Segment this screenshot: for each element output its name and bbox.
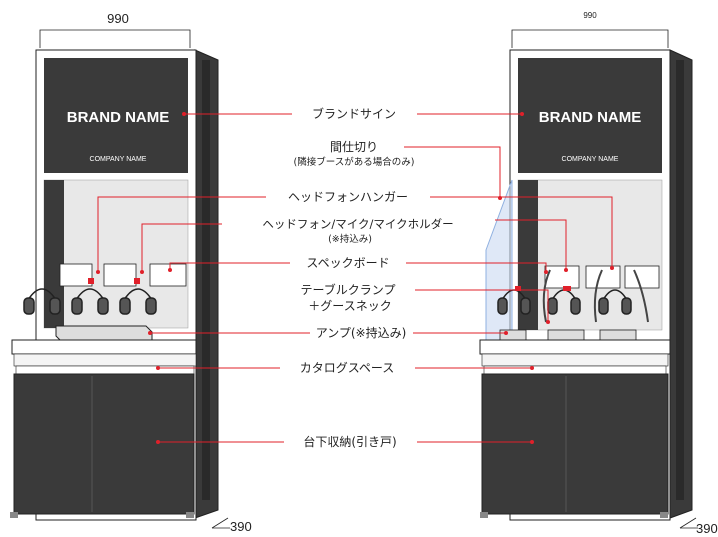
- left-brand-sign-panel: [44, 58, 188, 173]
- left-spec-board-3: [149, 263, 187, 287]
- left-brand-name: BRAND NAME: [67, 109, 170, 126]
- right-storage: [481, 373, 669, 515]
- label-gooseneck: ＋グースネック: [308, 299, 391, 313]
- left-booth: 990 BRAND NAME COMPANY NAME: [10, 11, 252, 534]
- label-table-clamp: テーブルクランプ: [301, 282, 396, 297]
- label-catalog-space: カタログスペース: [300, 361, 395, 375]
- right-partition: [485, 179, 513, 345]
- right-back-panel: [517, 179, 663, 331]
- right-spec-board-2: [585, 265, 621, 289]
- right-booth: 990 BRAND NAME COMPANY NAME: [479, 11, 718, 536]
- right-company-name: COMPANY NAME: [562, 156, 619, 163]
- label-storage: 台下収納(引き戸): [303, 434, 396, 449]
- right-counter-top: [479, 339, 671, 355]
- left-spec-board-2: [103, 263, 137, 287]
- left-company-name: COMPANY NAME: [90, 156, 147, 163]
- label-partition-note: (隣接ブースがある場合のみ): [294, 156, 415, 168]
- right-spec-board-3: [624, 265, 660, 289]
- left-width-label: 990: [107, 11, 129, 26]
- left-spec-board-1: [59, 263, 93, 287]
- right-width-dimension: [511, 29, 669, 48]
- left-counter-top: [11, 339, 197, 355]
- label-headphone-mic-holder-note: (※持込み): [328, 233, 372, 245]
- label-amp: アンプ(※持込み): [316, 325, 407, 340]
- right-goosenecks: [542, 269, 649, 323]
- label-partition: 間仕切り: [330, 140, 378, 154]
- right-brand-sign-panel: [518, 58, 662, 173]
- left-back-panel: [43, 179, 189, 329]
- right-width-label: 990: [583, 11, 597, 20]
- label-brand-sign: ブランドサイン: [312, 106, 396, 121]
- left-width-dimension: [39, 29, 191, 48]
- label-headphone-mic-holder: ヘッドフォン/マイク/マイクホルダー: [262, 217, 453, 231]
- left-depth-label: 390: [230, 519, 252, 533]
- right-catalog-space: [483, 365, 667, 375]
- left-catalog-space: [15, 365, 195, 375]
- left-storage: [13, 373, 195, 515]
- right-depth-label: 390: [696, 521, 718, 533]
- label-headphone-hanger: ヘッドフォンハンガー: [288, 190, 408, 204]
- left-headphones: [23, 288, 157, 315]
- right-brand-name: BRAND NAME: [539, 109, 642, 126]
- label-spec-board: スペックボード: [306, 256, 389, 270]
- leader-lines: [97, 113, 613, 443]
- right-spec-board-1: [544, 265, 580, 289]
